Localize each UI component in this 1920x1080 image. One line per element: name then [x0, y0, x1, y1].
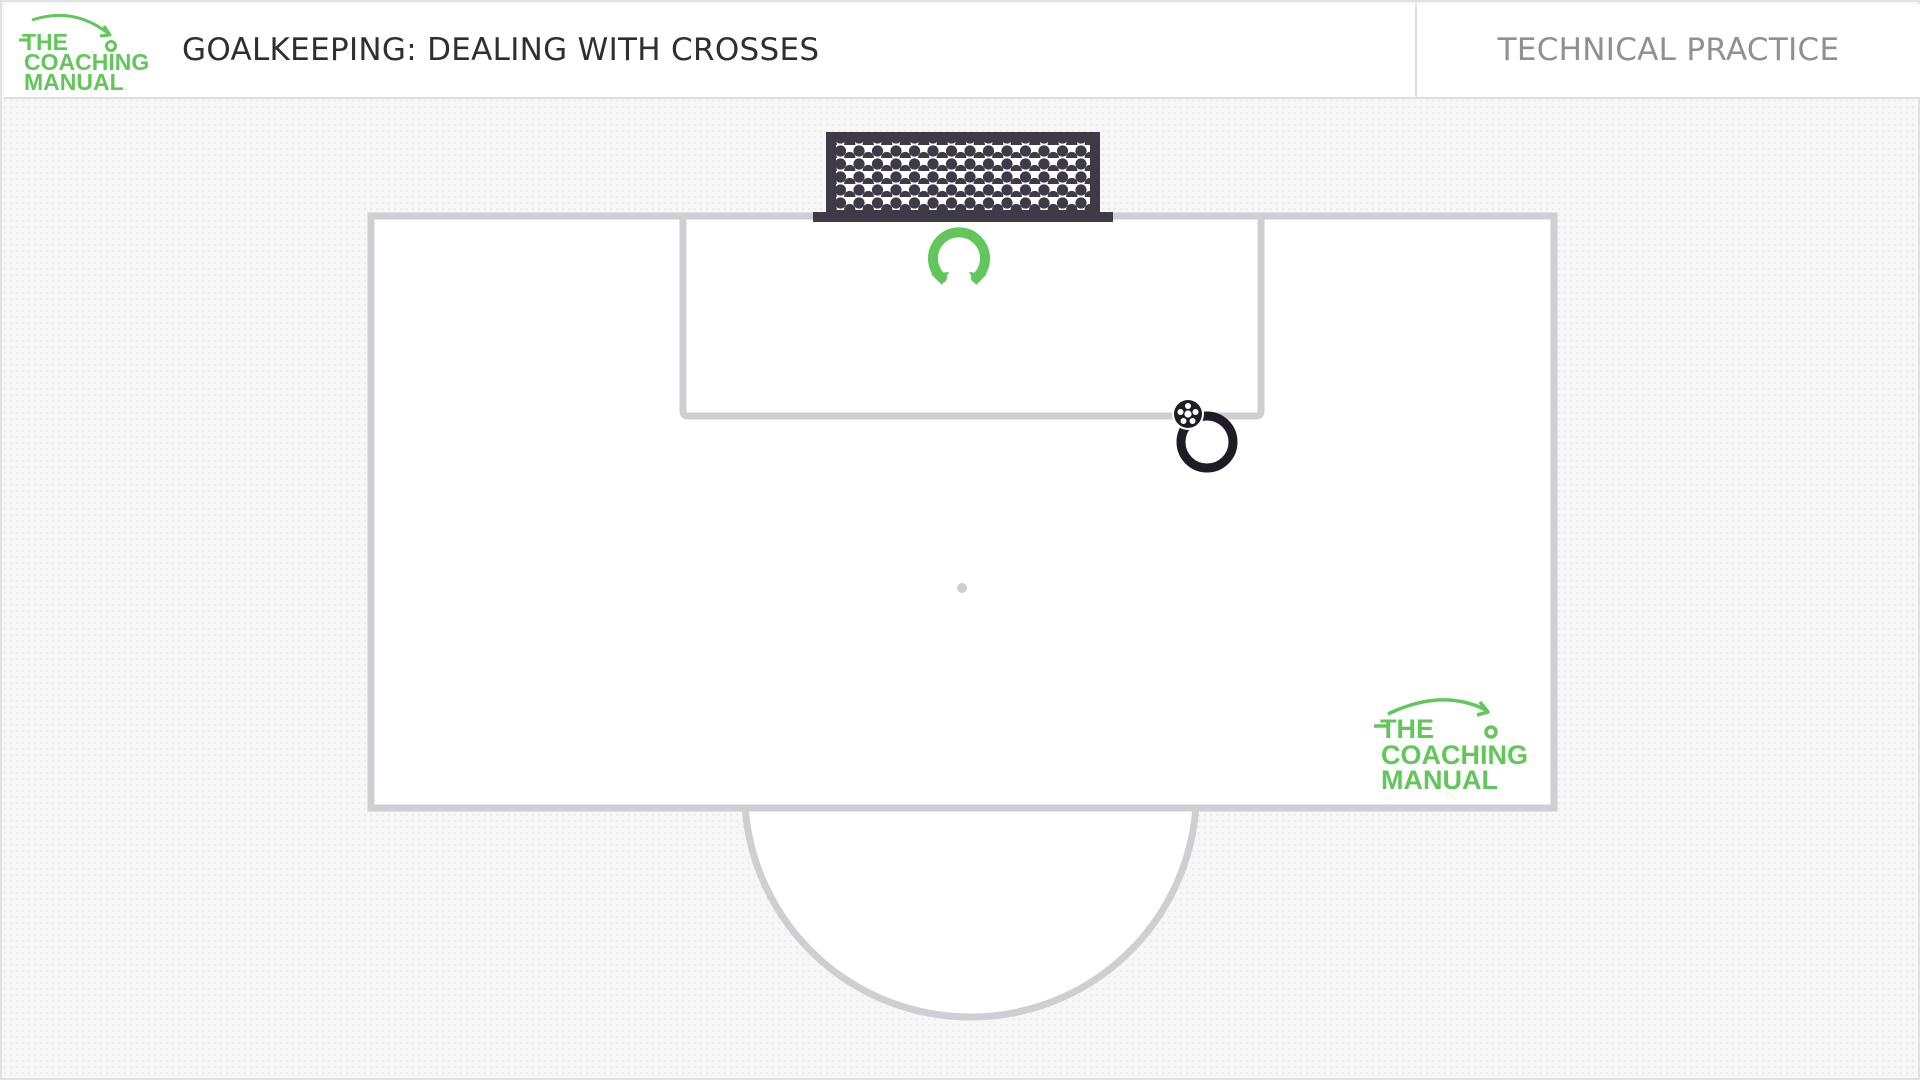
watermark-line-2: COACHING: [1381, 740, 1528, 770]
goalkeeper-ring: [928, 227, 990, 283]
logo-ball-icon: [105, 40, 117, 52]
logo-line-3: MANUAL: [24, 69, 124, 95]
penalty-spot: [957, 583, 967, 593]
ball-panel-right: [1192, 409, 1199, 415]
logo-line-2: COACHING: [24, 49, 149, 75]
penalty-arc: [741, 805, 1200, 1021]
penalty-area: [367, 212, 1558, 812]
brand-logo-graphic: THE COACHING MANUAL: [19, 13, 149, 95]
watermark-line-1: THE: [1380, 714, 1434, 744]
goal-net-mesh: [836, 142, 1090, 210]
brand-logo[interactable]: THE COACHING MANUAL: [14, 12, 154, 96]
watermark-arc-arrow: [1387, 698, 1487, 716]
goalkeeper-marker-icon[interactable]: [928, 227, 990, 285]
logo-arc-arrow: [31, 13, 110, 36]
player-ring: [1176, 411, 1238, 473]
ball-panel-bottom-left: [1180, 418, 1187, 424]
watermark-ball-icon: [1484, 725, 1498, 739]
goal-net-icon: [813, 132, 1113, 222]
header-divider: [1415, 4, 1417, 97]
header-bar: THE COACHING MANUAL GOALKEEPING: DEALING…: [4, 4, 1920, 99]
logo-arrow-head: [99, 25, 112, 38]
six-yard-box: [679, 216, 1265, 420]
football-icon[interactable]: [1174, 400, 1202, 428]
ball-panel-left: [1177, 409, 1184, 415]
watermark-line-3: MANUAL: [1381, 765, 1498, 795]
ball-panel-bottom-right: [1189, 418, 1196, 424]
page-title: GOALKEEPING: DEALING WITH CROSSES: [182, 32, 820, 68]
watermark-arrow-head: [1476, 700, 1490, 717]
goalkeeper-left-tab: [931, 272, 949, 285]
logo-line-1: THE: [22, 29, 68, 55]
goalkeeper-right-tab: [969, 272, 987, 285]
ball-panel-center: [1184, 410, 1192, 418]
session-type-label: TECHNICAL PRACTICE: [1497, 32, 1840, 68]
watermark-logo: THE COACHING MANUAL: [1374, 698, 1528, 795]
ball-panel-top: [1185, 403, 1191, 409]
